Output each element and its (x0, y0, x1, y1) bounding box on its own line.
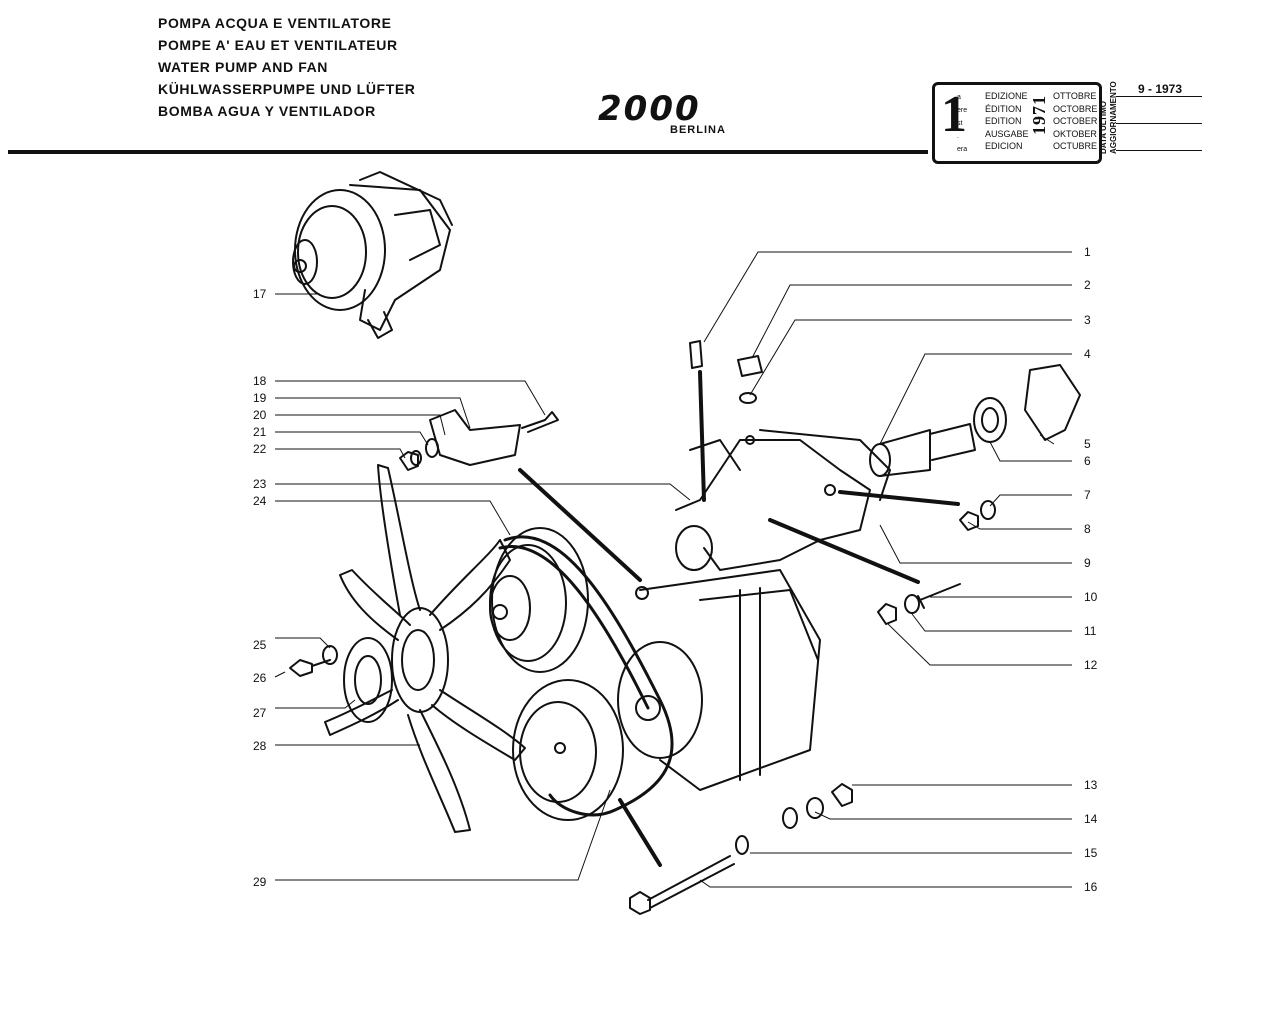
callout-29: 29 (253, 875, 267, 889)
callout-16: 16 (1084, 880, 1098, 894)
edition-word: EDIZIONE (985, 91, 1028, 101)
callout-28: 28 (253, 739, 267, 753)
edition-word: ÉDITION (985, 103, 1022, 114)
edition-month: OCTUBRE (1053, 141, 1098, 151)
callout-17: 17 (253, 287, 267, 301)
edition-ordinals: a ere st . era (957, 91, 967, 156)
title-french: POMPE A' EAU ET VENTILATEUR (158, 37, 398, 53)
assembly-arrows (518, 370, 960, 867)
callout-14: 14 (1084, 812, 1098, 826)
callout-19: 19 (253, 391, 267, 405)
bracket-illustration (399, 409, 559, 471)
callout-labels: 17 18 19 20 21 22 23 24 25 26 27 28 29 1… (253, 245, 1098, 894)
update-line (1116, 150, 1202, 151)
callout-20: 20 (253, 408, 267, 422)
callout-21: 21 (253, 425, 267, 439)
pump-body-illustration (675, 429, 891, 571)
callout-1: 1 (1084, 245, 1091, 259)
callout-2: 2 (1084, 278, 1091, 292)
callout-24: 24 (253, 494, 267, 508)
callout-10: 10 (1084, 590, 1098, 604)
callout-5: 5 (1084, 437, 1091, 451)
edition-month: OKTOBER (1053, 128, 1097, 139)
callout-26: 26 (253, 671, 267, 685)
edition-month: OCTOBER (1053, 116, 1098, 126)
v-belt-illustration (498, 535, 674, 817)
model-logo: 2000 (598, 89, 701, 129)
callout-8: 8 (1084, 522, 1091, 536)
callout-7: 7 (1084, 488, 1091, 502)
fan-illustration (324, 464, 526, 833)
callout-27: 27 (253, 706, 267, 720)
fasteners-illustration (629, 500, 996, 915)
edition-months: OTTOBRE OCTOBRE OCTOBER OKTOBER OCTUBRE (1053, 90, 1097, 153)
callout-23: 23 (253, 477, 267, 491)
callout-18: 18 (253, 374, 267, 388)
update-value: 9 - 1973 (1138, 82, 1183, 96)
edition-month: OTTOBRE (1053, 91, 1097, 101)
edition-ordinal: . (957, 133, 959, 140)
title-italian: POMPA ACQUA E VENTILATORE (158, 15, 392, 31)
title-block: POMPA ACQUA E VENTILATORE POMPE A' EAU E… (158, 12, 416, 122)
callout-6: 6 (1084, 454, 1091, 468)
update-line (1116, 123, 1202, 124)
alternator-illustration (617, 569, 821, 791)
header-rule (8, 150, 928, 154)
callout-9: 9 (1084, 556, 1091, 570)
callout-22: 22 (253, 442, 267, 456)
plug-illustration (689, 340, 763, 404)
title-english: WATER PUMP AND FAN (158, 59, 328, 75)
update-line (1116, 96, 1202, 97)
callout-15: 15 (1084, 846, 1098, 860)
hub-flange-illustration (289, 637, 393, 723)
pump-shaft-illustration (869, 364, 1081, 477)
edition-ordinal: ere (957, 107, 968, 114)
callout-25: 25 (253, 638, 267, 652)
edition-word: EDICION (985, 141, 1023, 151)
edition-number: 1 (941, 86, 967, 143)
edition-month: OCTOBRE (1053, 103, 1098, 114)
callout-13: 13 (1084, 778, 1098, 792)
callout-4: 4 (1084, 347, 1091, 361)
leader-lines (274, 251, 1072, 888)
callout-11: 11 (1084, 624, 1097, 638)
edition-words: EDIZIONE ÉDITION EDITION AUSGABE EDICION (985, 90, 1029, 153)
title-german: KÜHLWASSERPUMPE UND LÜFTER (158, 81, 416, 97)
model-subtitle: BERLINA (670, 124, 726, 136)
callout-12: 12 (1084, 658, 1098, 672)
edition-ordinal: a (957, 94, 961, 101)
callout-3: 3 (1084, 313, 1091, 327)
edition-box: 1 a ere st . era EDIZIONE ÉDITION EDITIO… (932, 82, 1102, 164)
edition-ordinal: era (957, 146, 968, 153)
edition-word: EDITION (985, 116, 1022, 126)
assembled-pump-illustration (292, 171, 453, 339)
edition-ordinal: st (957, 120, 963, 127)
edition-word: AUSGABE (985, 128, 1029, 139)
pulley-illustration (489, 527, 589, 673)
title-spanish: BOMBA AGUA Y VENTILADOR (158, 103, 376, 119)
